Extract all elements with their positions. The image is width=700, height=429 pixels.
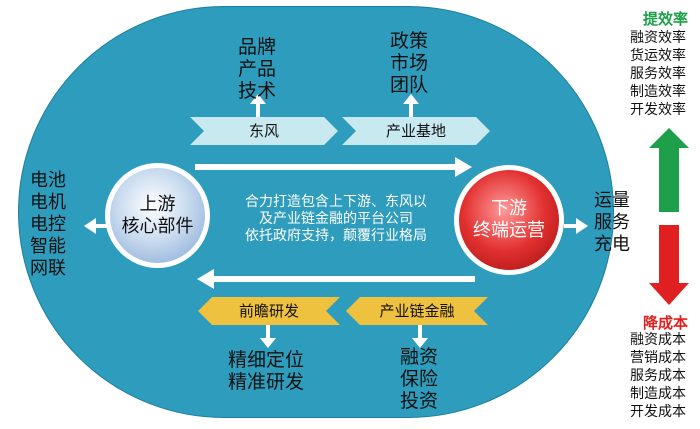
efficiency-up-arrow	[649, 128, 689, 212]
precise-positioning-text: 精细定位	[228, 349, 305, 371]
efficiency-title: 提效率	[643, 10, 689, 28]
cost-item: 开发成本	[630, 404, 686, 420]
upstream-sub-label: 核心部件	[121, 215, 194, 237]
efficiency-item: 开发效率	[630, 102, 686, 118]
precise-rd-text: 精准研发	[228, 371, 305, 393]
efficiency-list: 融资效率 货运效率 服务效率 制造效率 开发效率	[630, 29, 686, 119]
tech-text: 技术	[238, 80, 277, 102]
insurance-text: 保险	[400, 368, 439, 390]
freight-text: 运量	[594, 190, 630, 211]
top-stack-left: 品牌 产品 技术	[238, 36, 276, 102]
product-text: 产品	[238, 58, 277, 80]
chevron-dongfeng: 东风	[190, 117, 338, 145]
motor-text: 电机	[30, 192, 66, 213]
downstream-circle: 下游 终端运营	[454, 165, 564, 275]
team-text: 团队	[390, 74, 429, 96]
charging-text: 充电	[594, 234, 630, 255]
chevron-chain-finance: 产业链金融	[346, 297, 488, 325]
efficiency-item: 服务效率	[630, 66, 686, 82]
smart-text: 智能	[30, 236, 66, 257]
service-text: 服务	[594, 212, 630, 233]
bottom-stack-left: 精细定位 精准研发	[228, 349, 304, 393]
efficiency-item: 融资效率	[630, 30, 686, 46]
cost-list: 融资成本 营销成本 服务成本 制造成本 开发成本	[630, 331, 686, 421]
platform-description: 合力打造包含上下游、东风以 及产业链金融的平台公司 依托政府支持，颠覆行业格局	[220, 194, 452, 245]
cost-item: 营销成本	[630, 350, 686, 366]
control-text: 电控	[30, 214, 66, 235]
market-text: 市场	[390, 52, 429, 74]
cost-item: 制造成本	[630, 386, 686, 402]
chevron-forward-rd: 前瞻研发	[198, 297, 340, 325]
right-out-arrow	[564, 218, 588, 234]
bottom-flow-arrow	[197, 269, 475, 289]
center-line-3: 依托政府支持，颠覆行业格局	[245, 228, 427, 244]
efficiency-item: 货运效率	[630, 48, 686, 64]
center-line-2: 及产业链金融的平台公司	[259, 211, 413, 227]
up-arrow-right	[403, 94, 419, 119]
bottom-stack-right: 融资 保险 投资	[400, 346, 438, 412]
cost-item: 服务成本	[630, 368, 686, 384]
cost-down-arrow	[649, 225, 689, 305]
cost-title: 降成本	[643, 314, 689, 332]
down-arrow-left	[260, 322, 276, 348]
up-arrow-left	[250, 94, 266, 119]
investment-text: 投资	[400, 390, 439, 412]
network-text: 网联	[30, 258, 66, 279]
battery-text: 电池	[30, 170, 66, 191]
downstream-sub-label: 终端运营	[473, 220, 545, 241]
upstream-label: 上游	[139, 193, 176, 215]
financing-text: 融资	[400, 346, 439, 368]
policy-text: 政策	[390, 30, 429, 52]
chevron-industrial-base: 产业基地	[342, 117, 490, 145]
brand-text: 品牌	[238, 36, 277, 58]
efficiency-item: 制造效率	[630, 84, 686, 100]
down-arrow-right	[412, 322, 428, 348]
left-stack: 电池 电机 电控 智能 网联	[30, 170, 66, 280]
downstream-label: 下游	[491, 198, 527, 219]
right-stack: 运量 服务 充电	[594, 190, 630, 256]
center-line-1: 合力打造包含上下游、东风以	[245, 194, 427, 210]
left-out-arrow	[84, 218, 108, 234]
top-flow-arrow	[195, 157, 472, 177]
upstream-circle: 上游 核心部件	[105, 163, 210, 268]
cost-item: 融资成本	[630, 332, 686, 348]
top-stack-right: 政策 市场 团队	[390, 30, 428, 96]
